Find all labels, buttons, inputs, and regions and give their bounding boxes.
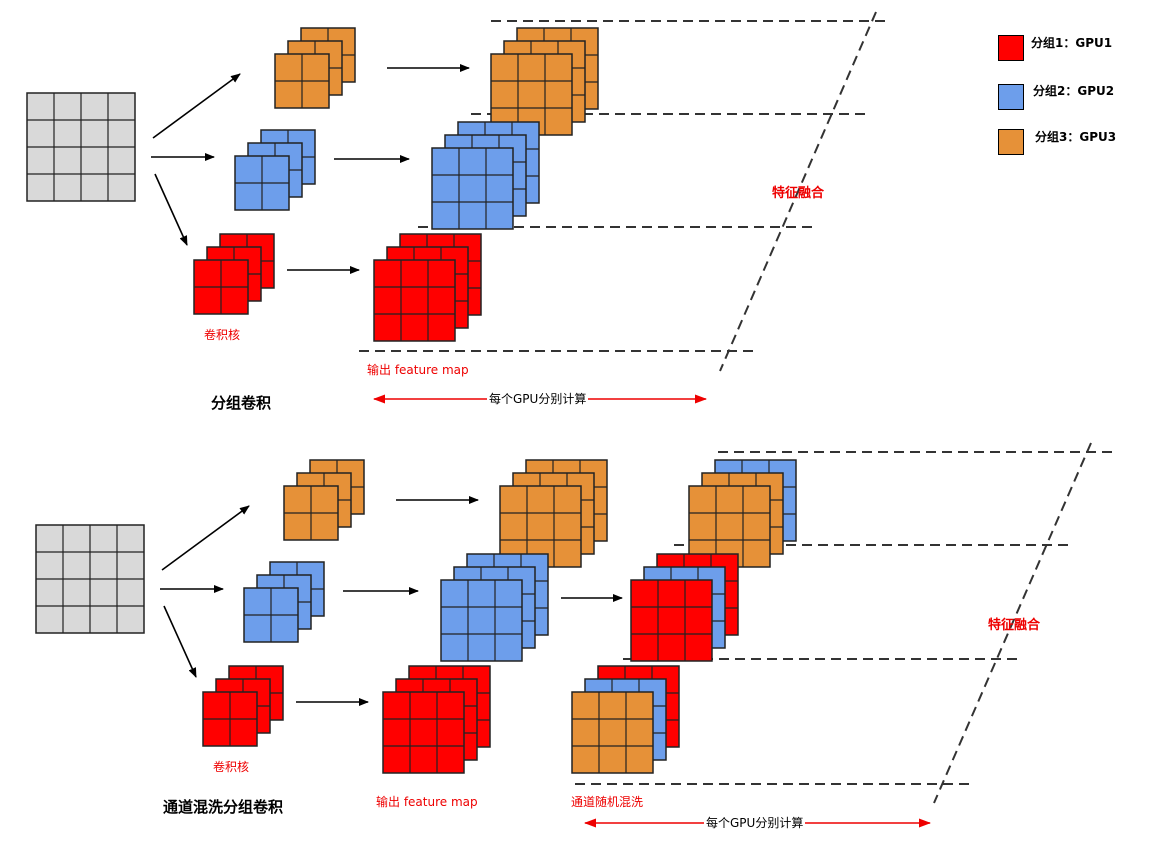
top-input-grid bbox=[26, 92, 136, 202]
bottom-shuffled-middle-layer-1 bbox=[630, 579, 713, 662]
top-output-label: 输出 feature map bbox=[367, 363, 469, 377]
bottom-shuffled-bottom-layer-1 bbox=[571, 691, 654, 774]
legend-label-gpu3: 分组3：GPU3 bbox=[1035, 130, 1117, 144]
bottom-output-label: 输出 feature map bbox=[376, 795, 478, 809]
bottom-output-blue-layer-1 bbox=[440, 579, 523, 662]
flow-arrows bbox=[151, 64, 623, 706]
bottom-output-red-layer-1 bbox=[382, 691, 465, 774]
top-title: 分组卷积 bbox=[211, 394, 272, 412]
top-output-blue-layer-1 bbox=[431, 147, 514, 230]
bottom-shuffle-label: 通道随机混洗 bbox=[571, 795, 644, 809]
bottom-arrow-to-red bbox=[163, 605, 197, 678]
bottom-kernel-label: 卷积核 bbox=[213, 760, 250, 774]
top-dash-diagonal bbox=[719, 11, 877, 372]
bottom-kernel-red-layer-1 bbox=[202, 691, 258, 747]
top-kernel-orange-layer-1 bbox=[274, 53, 330, 109]
top-kernel-red-layer-1 bbox=[193, 259, 249, 315]
bottom-fusion-label: 特征融合 bbox=[988, 618, 1041, 633]
top-span-label: 每个GPU分别计算 bbox=[487, 392, 589, 406]
legend-label-gpu2: 分组2：GPU2 bbox=[1033, 84, 1115, 98]
top-fusion-label: 特征融合 bbox=[772, 186, 825, 201]
bottom-kernel-blue-layer-1 bbox=[243, 587, 299, 643]
legend-label-gpu1: 分组1：GPU1 bbox=[1031, 36, 1113, 50]
top-arrow-to-orange bbox=[152, 73, 241, 139]
bottom-arrow-to-orange bbox=[161, 505, 250, 571]
legend-swatch-red bbox=[998, 35, 1024, 61]
legend-swatch-orange bbox=[998, 129, 1024, 155]
legend-swatch-blue bbox=[998, 84, 1024, 110]
bottom-dash-diagonal bbox=[933, 442, 1092, 804]
top-kernel-blue-layer-1 bbox=[234, 155, 290, 211]
tensor-stacks bbox=[26, 27, 797, 774]
bottom-kernel-orange-layer-1 bbox=[283, 485, 339, 541]
bottom-input-grid bbox=[35, 524, 145, 634]
bottom-title: 通道混洗分组卷积 bbox=[163, 798, 284, 816]
bottom-span-label: 每个GPU分别计算 bbox=[704, 816, 806, 830]
top-kernel-label: 卷积核 bbox=[204, 328, 241, 342]
top-output-red-layer-1 bbox=[373, 259, 456, 342]
top-arrow-to-red bbox=[154, 173, 188, 246]
